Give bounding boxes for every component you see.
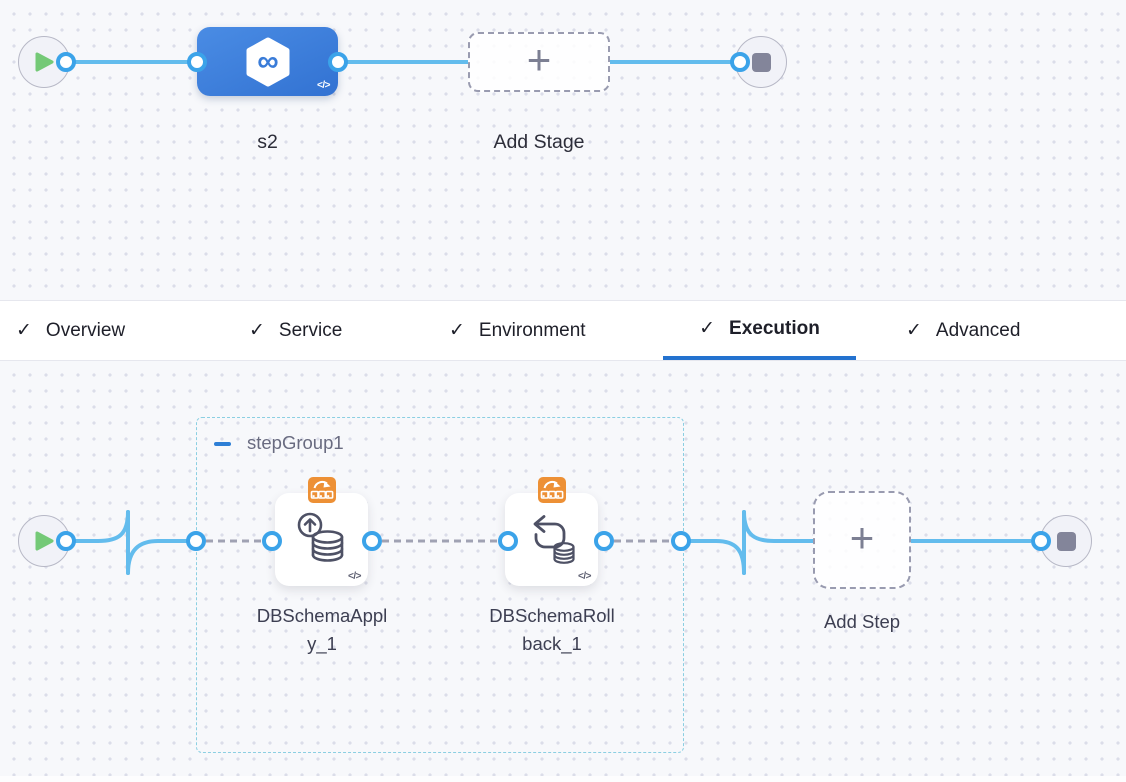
step-node-dbschemaapply-1[interactable]: </> xyxy=(275,477,368,586)
connector-port xyxy=(594,531,614,551)
code-icon: </> xyxy=(578,571,591,582)
plus-icon: + xyxy=(849,514,875,561)
stage-config-tabs: ✓ Overview ✓ Service ✓ Environment ✓ Exe… xyxy=(0,300,1126,361)
tab-overview[interactable]: ✓ Overview xyxy=(16,301,125,360)
stage-node-s2[interactable]: ∞ </> xyxy=(197,27,338,96)
play-icon xyxy=(35,52,54,72)
connector-port xyxy=(262,531,282,551)
tab-label: Advanced xyxy=(935,319,1021,341)
tab-label: Environment xyxy=(478,319,586,341)
check-icon: ✓ xyxy=(699,318,716,339)
code-icon: </> xyxy=(317,80,330,91)
step-group-stepGroup1: stepGroup1 xyxy=(196,417,684,753)
step-name-label: DBSchemaRollback_1 xyxy=(489,605,615,654)
add-stage-button[interactable]: + xyxy=(468,32,610,92)
stage-canvas: ∞ </> + s2 Add Stage xyxy=(0,0,1126,300)
play-icon xyxy=(35,531,54,551)
connector-port xyxy=(671,531,691,551)
stop-icon xyxy=(1056,531,1076,551)
step-node-dbschemarollback-1[interactable]: </> xyxy=(505,477,598,586)
tab-label: Overview xyxy=(45,319,126,341)
execution-flow-lines xyxy=(64,510,1031,575)
step-name-label: DBSchemaApply_1 xyxy=(256,605,388,654)
stop-icon xyxy=(751,52,771,72)
connector-port xyxy=(498,531,518,551)
tab-label: Service xyxy=(278,319,343,341)
connector-port xyxy=(362,531,382,551)
check-icon: ✓ xyxy=(449,320,465,341)
connector-port xyxy=(186,531,206,551)
plus-icon: + xyxy=(526,36,552,83)
code-icon: </> xyxy=(348,571,361,582)
tab-advanced[interactable]: ✓ Advanced xyxy=(906,301,1020,360)
tab-label: Execution xyxy=(729,317,820,339)
stage-type-icon: ∞ xyxy=(246,37,289,86)
step-badge-icon xyxy=(537,477,566,503)
step-group-name-label: stepGroup1 xyxy=(247,432,344,453)
check-icon: ✓ xyxy=(249,320,265,341)
check-icon: ✓ xyxy=(16,320,32,341)
connector-port xyxy=(1031,531,1051,551)
step-badge-icon xyxy=(307,477,336,503)
add-stage-label: Add Stage xyxy=(493,131,585,153)
stage-flow-lines xyxy=(66,60,740,64)
connector-port xyxy=(328,52,348,72)
connector-port xyxy=(730,52,750,72)
tab-service[interactable]: ✓ Service xyxy=(249,301,342,360)
add-step-label: Add Step xyxy=(823,611,901,632)
canvas-bottom-edge xyxy=(0,776,1126,782)
collapse-group-button[interactable] xyxy=(214,442,231,446)
db-schema-rollback-icon xyxy=(533,514,575,564)
tab-execution[interactable]: ✓ Execution xyxy=(663,301,856,360)
check-icon: ✓ xyxy=(906,320,922,341)
add-step-button[interactable]: + xyxy=(813,491,911,589)
connector-port xyxy=(56,531,76,551)
db-schema-apply-icon xyxy=(297,512,343,562)
svg-text:∞: ∞ xyxy=(257,45,278,78)
execution-canvas: stepGroup1 xyxy=(0,361,1126,776)
stage-name-label: s2 xyxy=(257,131,278,153)
connector-port xyxy=(56,52,76,72)
connector-port xyxy=(187,52,207,72)
tab-environment[interactable]: ✓ Environment xyxy=(449,301,586,360)
